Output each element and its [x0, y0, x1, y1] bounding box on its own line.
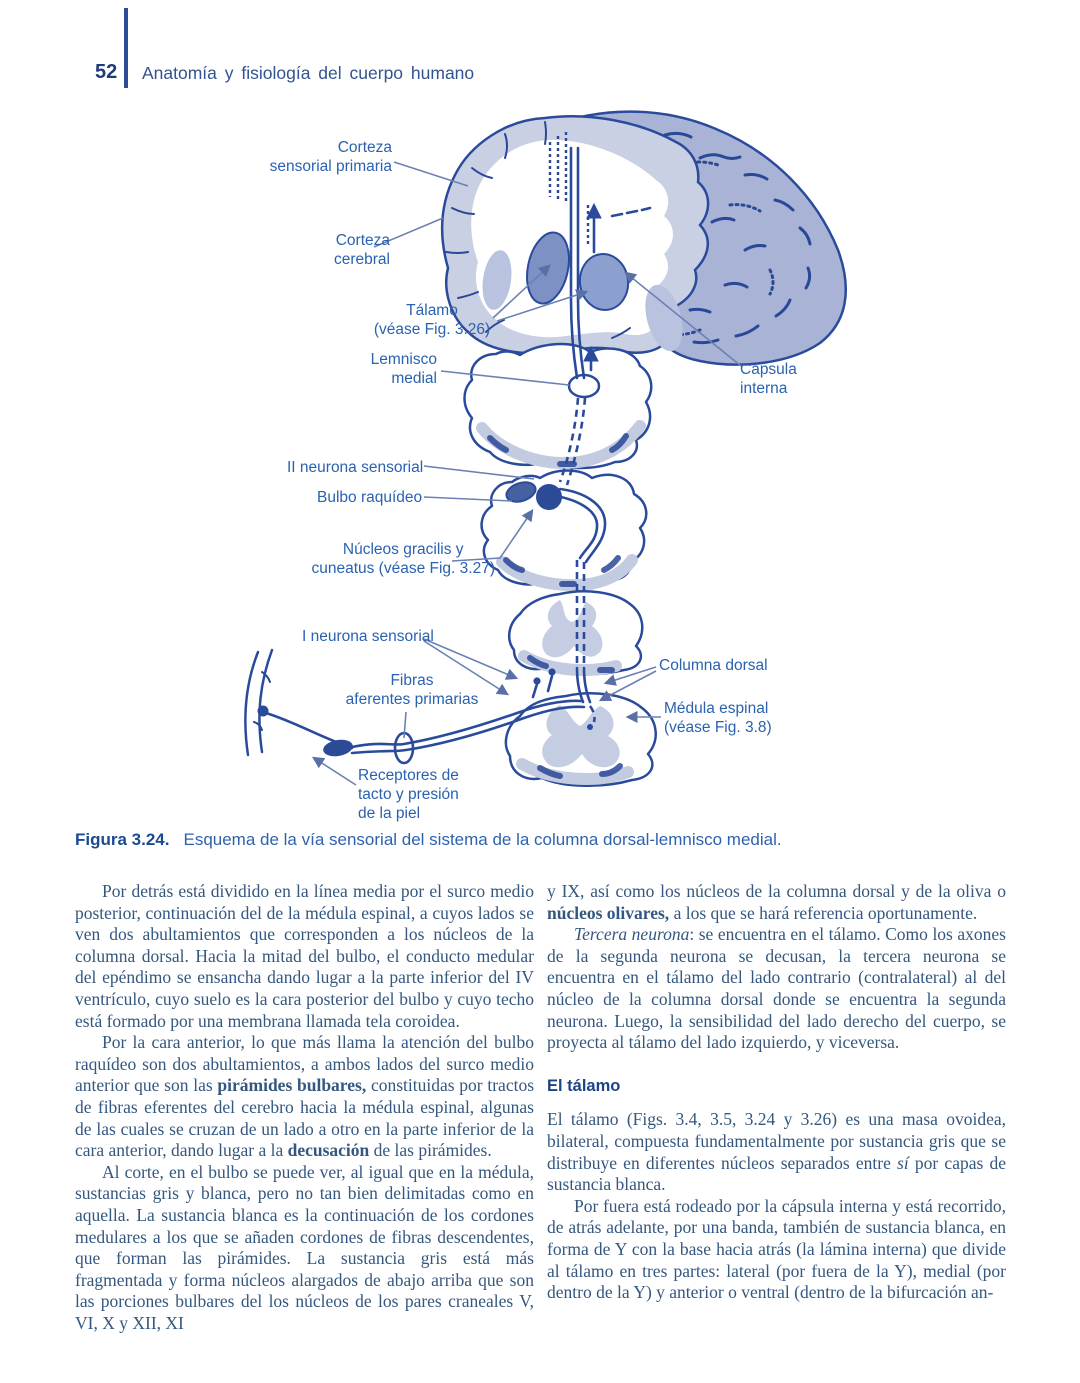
label-corteza-sensorial-primaria: Corteza sensorial primaria: [269, 139, 392, 175]
label-columna-dorsal: Columna dorsal: [659, 657, 768, 674]
label-bulbo-raquideo: Bulbo raquídeo: [317, 489, 423, 506]
figure-caption: Figura 3.24. Esquema de la vía sensorial …: [75, 830, 975, 850]
paragraph: El tálamo (Figs. 3.4, 3.5, 3.24 y 3.26) …: [547, 1109, 1006, 1195]
touch-receptor: [323, 739, 353, 757]
label-i-neurona-sensorial: I neurona sensorial: [302, 628, 434, 645]
temporal-structure: [645, 284, 683, 352]
paragraph: Tercera neurona: se encuentra en el tála…: [547, 924, 1006, 1053]
gray-matter-lower: [542, 705, 620, 768]
label-nucleos-gracilis: Núcleos gracilis y cuneatus (véase Fig. …: [311, 541, 495, 577]
neuron-cell-1: [533, 677, 541, 685]
label-ii-neurona-sensorial: II neurona sensorial: [287, 459, 424, 476]
right-column: y IX, así como los núcleos de la columna…: [547, 881, 1006, 1334]
leader-lines: [311, 161, 742, 786]
label-talamo: Tálamo (véase Fig. 3.26): [373, 302, 491, 338]
label-receptores-piel: Receptores de tacto y presión de la piel: [358, 767, 459, 822]
label-medula-espinal: Médula espinal (véase Fig. 3.8): [664, 700, 772, 736]
left-column: Por detrás está dividido en la línea med…: [75, 881, 534, 1334]
anatomy-diagram: [244, 110, 848, 787]
paragraph: Al corte, en el bulbo se puede ver, al i…: [75, 1161, 534, 1333]
label-fibras-aferentes: Fibras aferentes primarias: [345, 672, 479, 708]
label-capsula-interna: Cápsula interna: [740, 361, 797, 397]
neuron-cell-2: [548, 668, 556, 676]
nucleus-gracilis: [505, 481, 537, 503]
body-columns: Por detrás está dividido en la línea med…: [75, 881, 1006, 1334]
figure-caption-label: Figura 3.24.: [75, 830, 170, 849]
figure-caption-text: Esquema de la vía sensorial del sistema …: [183, 830, 782, 849]
paragraph: Por fuera está rodeado por la cápsula in…: [547, 1195, 1006, 1303]
paragraph: Por detrás está dividido en la línea med…: [75, 881, 534, 1031]
paragraph: Por la cara anterior, lo que más llama l…: [75, 1032, 535, 1161]
page-number: 52: [95, 61, 118, 83]
paragraph: y IX, así como los núcleos de la columna…: [547, 881, 1006, 923]
pons-section: [463, 342, 653, 470]
section-heading: El tálamo: [547, 1076, 621, 1095]
label-lemnisco-medial: Lemnisco medial: [370, 351, 437, 387]
label-corteza-cerebral: Corteza cerebral: [334, 232, 390, 268]
dashed-marks: [610, 206, 652, 218]
gray-matter-upper: [542, 600, 603, 658]
running-head: Anatomía y fisiología del cuerpo humano: [142, 63, 475, 83]
medial-lemniscus-ring: [567, 373, 601, 399]
sulci-lines: [445, 121, 631, 339]
header-rule: [124, 8, 128, 88]
figure-3-24: Corteza sensorial primaria Corteza cereb…: [244, 110, 848, 822]
skin-strip: [244, 648, 274, 757]
lentiform-nucleus: [482, 250, 512, 310]
